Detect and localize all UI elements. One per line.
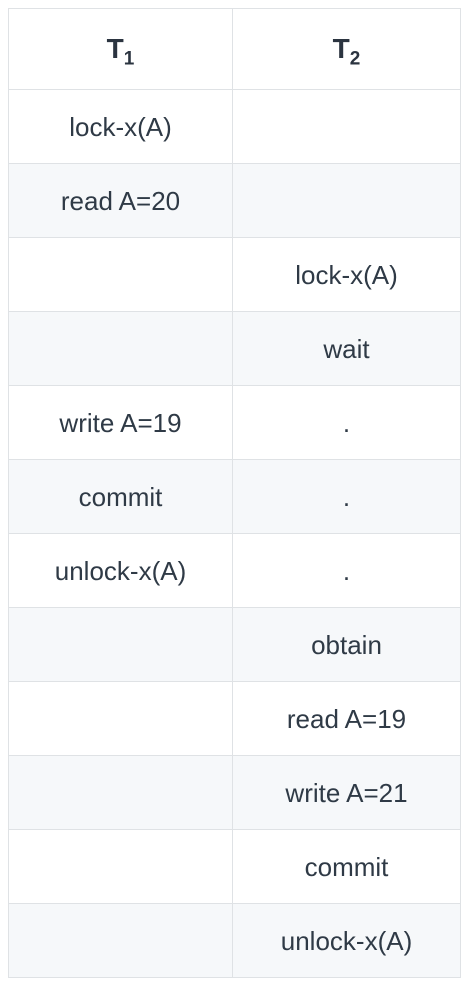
header-t2-sub: 2 xyxy=(349,48,361,70)
t1-cell xyxy=(8,237,233,312)
table-row: commit . xyxy=(8,459,461,534)
table-row: write A=21 xyxy=(8,755,461,830)
t1-cell: read A=20 xyxy=(8,163,233,238)
header-t2-base: T xyxy=(332,33,350,64)
t2-cell: . xyxy=(232,385,461,460)
header-t2: T2 xyxy=(232,8,461,90)
lock-schedule-table: T1 T2 lock-x(A) read A=20 lock-x(A) wait… xyxy=(8,8,461,978)
table-row: read A=20 xyxy=(8,163,461,238)
t1-cell xyxy=(8,829,233,904)
table-row: obtain xyxy=(8,607,461,682)
t1-cell xyxy=(8,681,233,756)
t2-cell xyxy=(232,163,461,238)
table-row: lock-x(A) xyxy=(8,237,461,312)
t1-cell xyxy=(8,311,233,386)
t1-cell xyxy=(8,607,233,682)
table-row: write A=19 . xyxy=(8,385,461,460)
header-row: T1 T2 xyxy=(8,8,461,90)
table-row: lock-x(A) xyxy=(8,89,461,164)
t2-cell: . xyxy=(232,459,461,534)
table-row: read A=19 xyxy=(8,681,461,756)
t2-cell: obtain xyxy=(232,607,461,682)
t2-cell: read A=19 xyxy=(232,681,461,756)
t1-cell: write A=19 xyxy=(8,385,233,460)
header-t1: T1 xyxy=(8,8,233,90)
t1-cell xyxy=(8,755,233,830)
header-t1-sub: 1 xyxy=(123,48,135,70)
t1-cell xyxy=(8,903,233,978)
table-row: unlock-x(A) xyxy=(8,903,461,978)
header-t1-base: T xyxy=(106,33,124,64)
t2-cell: . xyxy=(232,533,461,608)
t2-cell xyxy=(232,89,461,164)
t2-cell: unlock-x(A) xyxy=(232,903,461,978)
t1-cell: commit xyxy=(8,459,233,534)
table-row: wait xyxy=(8,311,461,386)
t1-cell: lock-x(A) xyxy=(8,89,233,164)
t2-cell: write A=21 xyxy=(232,755,461,830)
t1-cell: unlock-x(A) xyxy=(8,533,233,608)
t2-cell: commit xyxy=(232,829,461,904)
table-row: commit xyxy=(8,829,461,904)
table-row: unlock-x(A) . xyxy=(8,533,461,608)
t2-cell: lock-x(A) xyxy=(232,237,461,312)
t2-cell: wait xyxy=(232,311,461,386)
